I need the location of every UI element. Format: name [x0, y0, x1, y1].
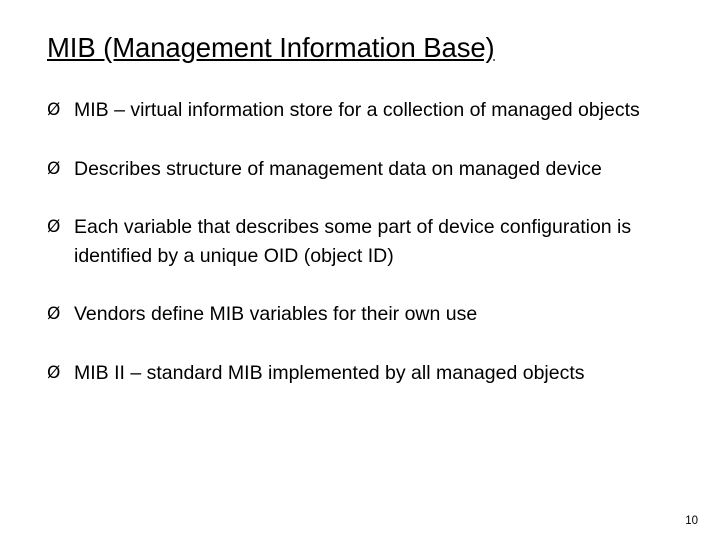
list-item-text: Each variable that describes some part o… — [74, 216, 632, 267]
bullet-marker-icon: Ø — [47, 362, 61, 383]
list-item-text: Vendors define MIB variables for their o… — [74, 303, 478, 325]
list-item: Ø Vendors define MIB variables for their… — [47, 300, 657, 329]
list-item: Ø MIB II – standard MIB implemented by a… — [47, 359, 657, 388]
bullet-marker-icon: Ø — [47, 217, 61, 237]
list-item-text: MIB II – standard MIB implemented by all… — [74, 361, 585, 384]
page-title: MIB (Management Information Base) — [47, 32, 495, 63]
page-number: 10 — [685, 515, 698, 527]
list-item-text: MIB – virtual information store for a co… — [74, 99, 640, 121]
bullet-marker-icon: Ø — [47, 304, 61, 324]
bullet-marker-icon: Ø — [47, 158, 61, 179]
bullet-list: Ø MIB – virtual information store for a … — [47, 96, 657, 387]
bullet-marker-icon: Ø — [47, 100, 61, 120]
list-item: Ø MIB – virtual information store for a … — [47, 96, 657, 125]
list-item: Ø Each variable that describes some part… — [47, 213, 657, 270]
list-item: Ø Describes structure of management data… — [47, 155, 657, 184]
list-item-text: Describes structure of management data o… — [74, 157, 602, 180]
